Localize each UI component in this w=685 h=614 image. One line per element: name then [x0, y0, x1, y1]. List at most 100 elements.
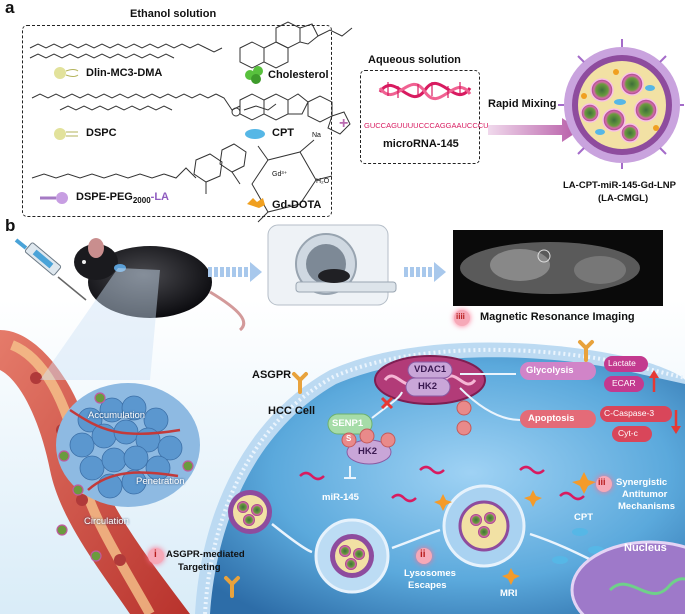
plus-sign: + — [339, 115, 348, 132]
glycolysis-label: Glycolysis — [526, 365, 574, 376]
water-label: H₂O — [316, 178, 330, 185]
hk2-mito-label: HK2 — [418, 381, 438, 392]
cpt-icon — [245, 129, 265, 139]
dlin-mc3-dma-label: Dlin-MC3-DMA — [86, 67, 163, 79]
dspe-peg-suffix: -LA — [150, 191, 169, 203]
microrna-145-label: microRNA-145 — [383, 138, 459, 150]
pathway-arrows — [344, 373, 521, 479]
step-i-badge — [148, 548, 164, 564]
panel-b-letter: b — [5, 216, 16, 235]
gd-ion-label: Gd³⁺ — [272, 171, 288, 178]
product-name-line1: LA-CPT-miR-145-Gd-LNP — [563, 180, 676, 191]
ecar-label: ECAR — [612, 378, 636, 388]
na-label: Na — [312, 132, 321, 139]
asgpr-label: ASGPR — [252, 369, 292, 381]
dlin-mc3-dma-structure — [29, 43, 207, 49]
syringe-icon — [14, 238, 87, 301]
product-name-line2: (LA-CMGL) — [598, 193, 649, 204]
rapid-mixing-arrow — [488, 118, 580, 142]
dspc-label: DSPC — [86, 127, 117, 139]
cytc-label: Cyt-c — [618, 428, 638, 438]
aqueous-solution-box — [360, 70, 480, 164]
lysosome-line1: Lysosomes — [404, 568, 456, 579]
cpt-molecules — [552, 528, 604, 564]
nucleus-label: Nucleus — [624, 542, 667, 554]
mir145-label: miR-145 — [322, 492, 359, 503]
mri-scanner-image — [267, 224, 397, 306]
step-iv-badge — [454, 310, 470, 326]
panel-a-letter: a — [5, 0, 15, 17]
mri-small-label: MRI — [500, 588, 518, 599]
cpt-structure — [239, 93, 351, 135]
cholesterol-label: Cholesterol — [268, 69, 329, 81]
cytc-box — [612, 426, 652, 442]
glycolysis-box — [520, 362, 596, 380]
accumulation-label: Accumulation — [88, 410, 146, 421]
tumor-cluster — [56, 383, 200, 562]
sumo-tags — [341, 400, 472, 448]
up-arrow-icon — [649, 370, 659, 392]
workflow-arrow-1 — [208, 262, 262, 282]
dspe-peg-icon — [40, 192, 68, 204]
dspe-peg-subscript: 2000 — [132, 196, 151, 206]
gd-dota-label: Gd-DOTA — [272, 199, 322, 211]
hcc-cell-label: HCC Cell — [268, 405, 316, 417]
dspc-icon — [54, 128, 78, 140]
mechanism-numeral: iii — [598, 477, 606, 487]
hk2-free-label: HK2 — [358, 446, 378, 457]
cpt-cell-label: CPT — [574, 512, 593, 523]
mechanism-line2: Antitumor — [622, 489, 668, 500]
lysosome — [442, 484, 526, 568]
dspc-structure — [31, 93, 217, 99]
workflow-arrow-2 — [404, 262, 446, 282]
cpt-label: CPT — [272, 127, 294, 139]
ethanol-solution-box — [22, 25, 332, 217]
rna-sequence: GUCCAGUUUUCCCAGGAAUCCCU — [364, 121, 489, 130]
lysosome-numeral: ii — [420, 549, 426, 560]
step-ii-badge — [416, 548, 432, 564]
lactate-box — [604, 356, 648, 372]
dspe-peg-name: DSPE-PEG — [76, 191, 133, 203]
endosome — [314, 518, 390, 594]
apoptosis-box — [520, 410, 596, 428]
mri-scan-image — [453, 230, 663, 306]
lysosome-line2: Escapes — [408, 580, 447, 591]
lnp-particle — [558, 39, 684, 169]
penetration-label: Penetration — [136, 476, 185, 487]
targeting-line2: Targeting — [178, 562, 221, 573]
caspase-label: C-Caspase-3 — [604, 408, 655, 418]
caspase-box — [600, 406, 672, 422]
inhibition-cross-icon — [380, 396, 394, 410]
ethanol-solution-title: Ethanol solution — [130, 8, 217, 20]
targeting-numeral: i — [154, 549, 157, 560]
lactate-label: Lactate — [608, 358, 636, 368]
down-arrow-icon — [671, 410, 681, 434]
dspe-peg-structure — [31, 173, 165, 179]
ecar-box — [604, 376, 644, 392]
gd-burst-icons — [434, 472, 596, 585]
dlin-icon — [54, 67, 79, 79]
gd-dota-structure — [251, 139, 333, 223]
lnp-at-membrane — [228, 490, 272, 534]
mri-label: Magnetic Resonance Imaging — [480, 311, 635, 323]
asgpr-receptor-icon — [224, 340, 594, 598]
senp1-label: SENP1 — [332, 418, 364, 429]
rapid-mixing-label: Rapid Mixing — [488, 98, 557, 110]
dspe-peg-label: DSPE-PEG2000-LA — [76, 191, 169, 205]
gd-dota-icon — [247, 198, 265, 208]
vdac1-label: VDAC1 — [414, 364, 447, 375]
mouse-image — [74, 238, 246, 332]
rna-helix-icon — [378, 81, 472, 101]
mechanism-line1: Synergistic — [616, 477, 668, 488]
step-iii-badge — [596, 476, 612, 492]
mechanism-line3: Mechanisms — [618, 501, 676, 512]
targeting-line1: ASGPR-mediated — [166, 549, 245, 560]
molecule-structures — [29, 21, 353, 223]
zoom-cone — [40, 268, 160, 380]
nucleus — [570, 540, 685, 614]
cholesterol-structure — [239, 21, 353, 69]
s-tag-label: S — [346, 434, 352, 443]
apoptosis-label: Apoptosis — [528, 413, 575, 424]
